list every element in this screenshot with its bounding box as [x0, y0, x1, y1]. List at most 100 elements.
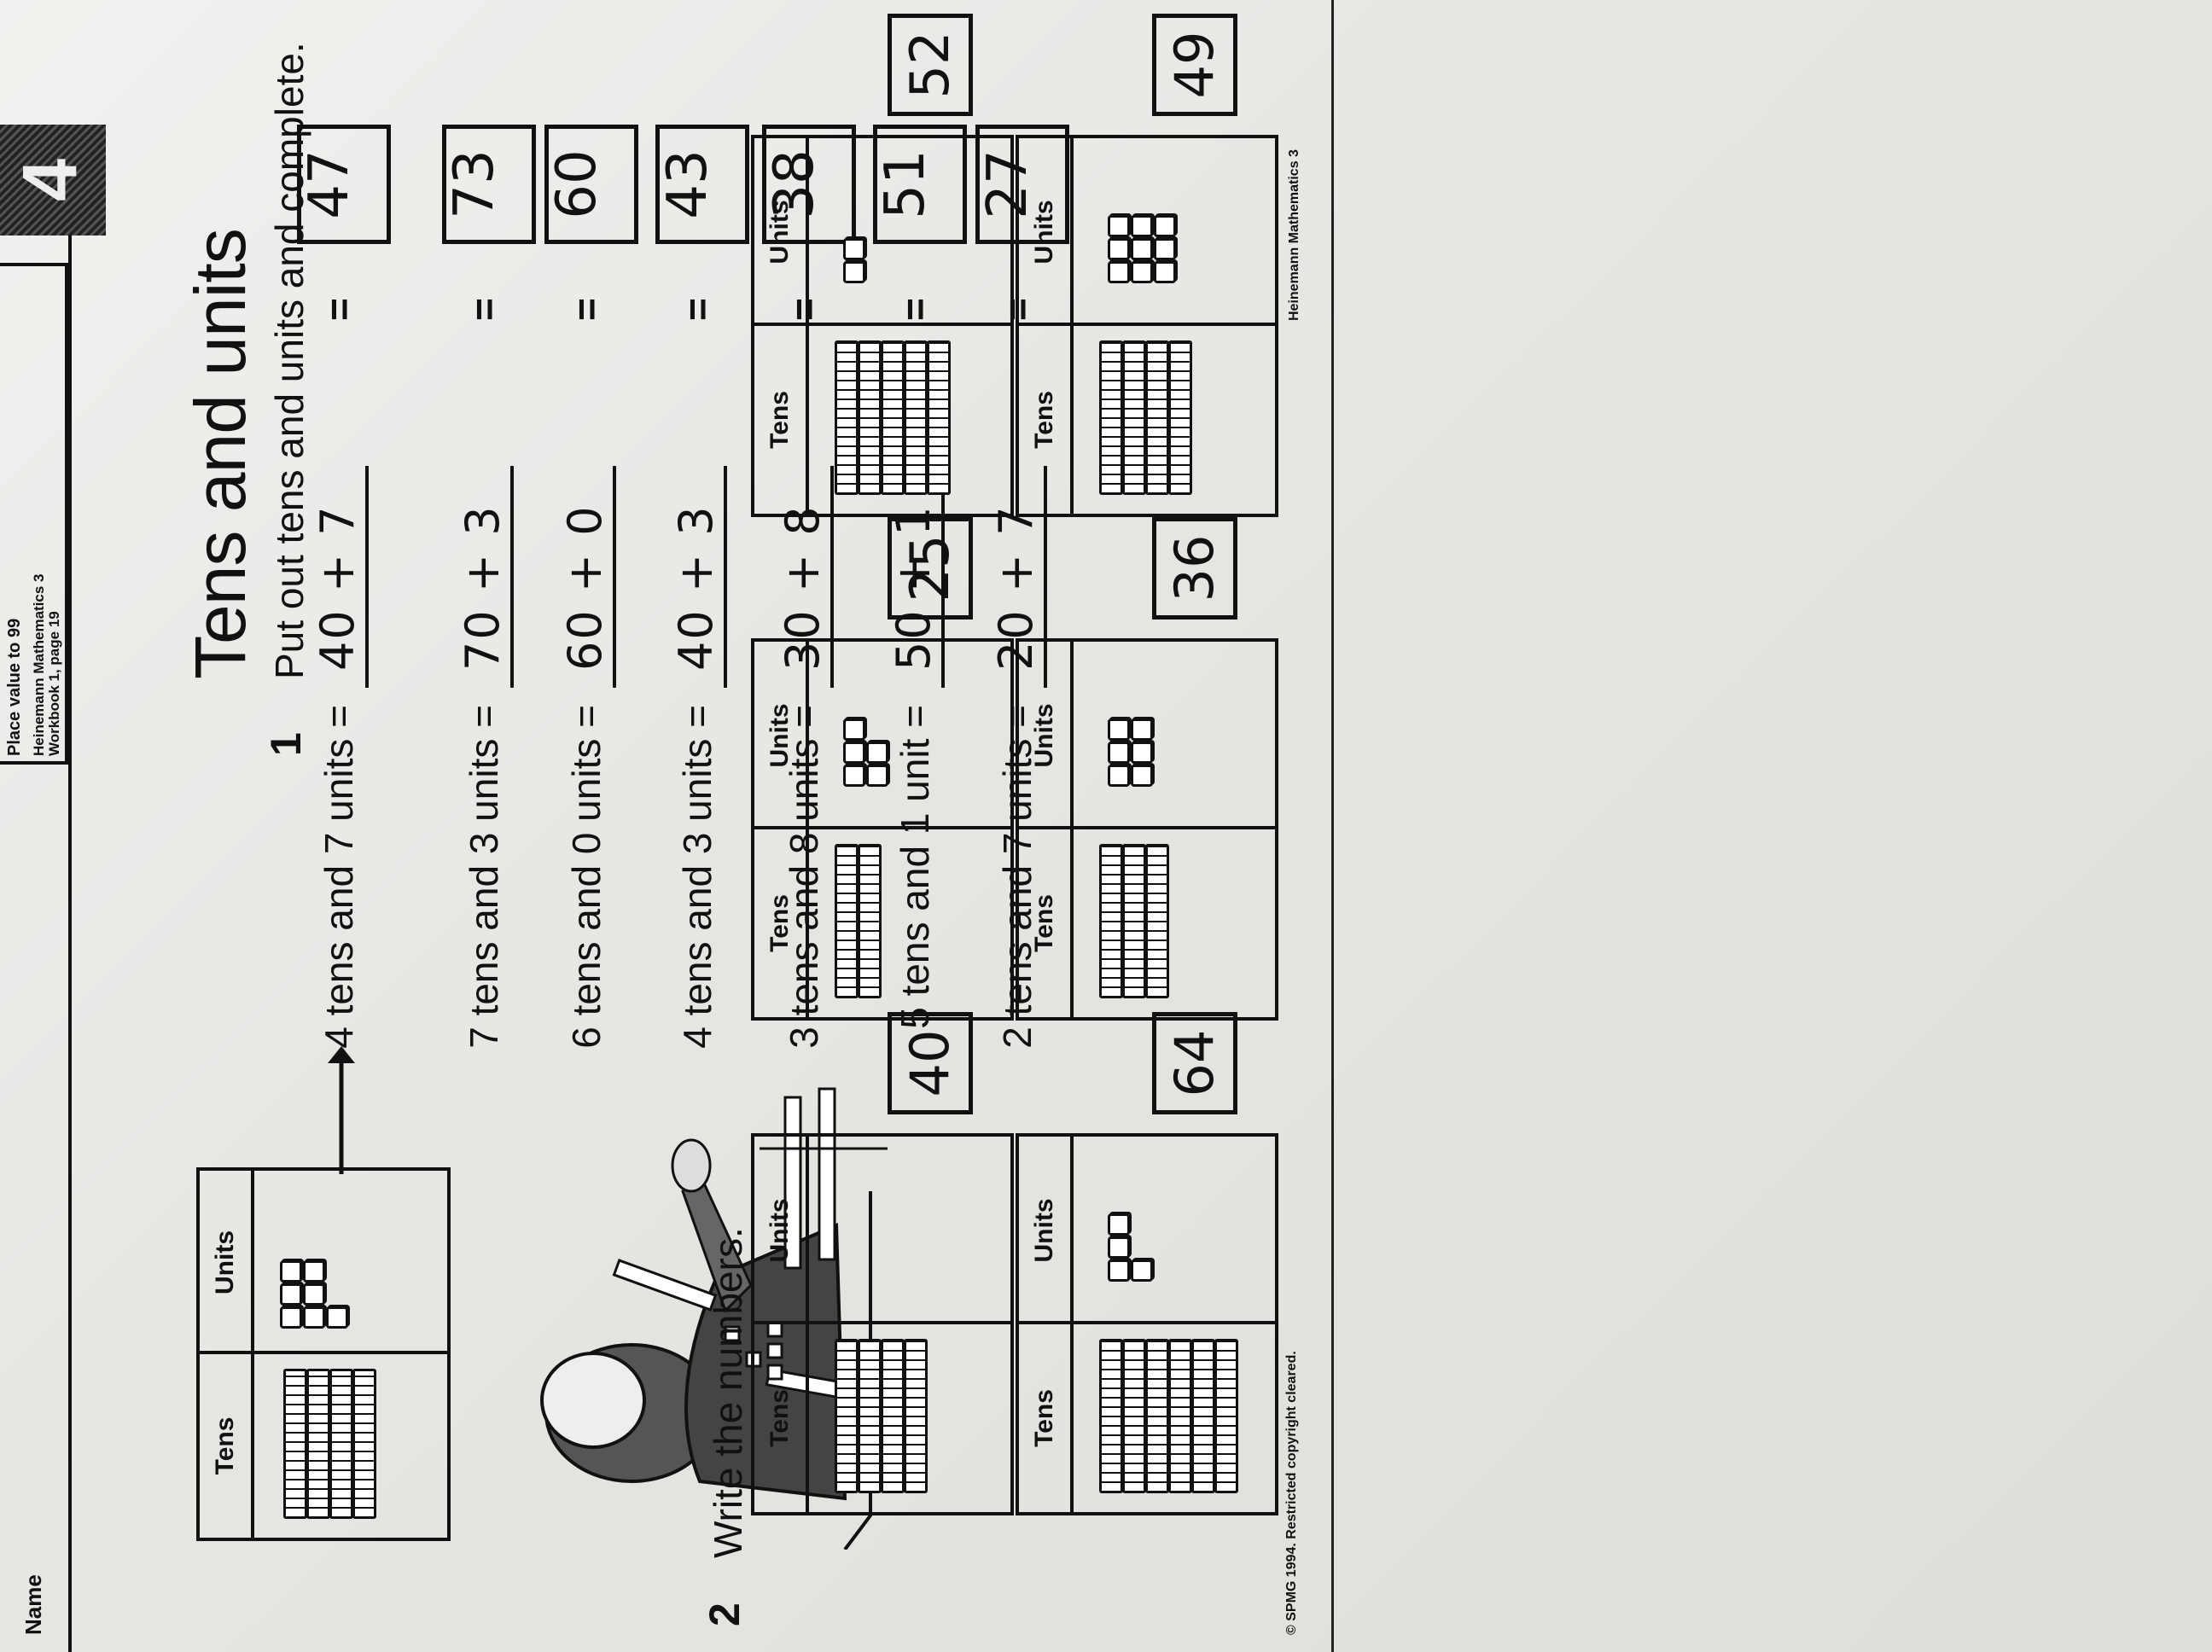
units-column: [809, 642, 1010, 829]
expansion-answer: 60 + 0: [558, 504, 612, 671]
tens-column: [809, 1324, 1010, 1512]
expansion-answer: 70 + 3: [456, 504, 509, 671]
page-badge: 4: [0, 125, 106, 236]
topic-label: Place value to 99: [5, 618, 24, 756]
unit-cube: [1108, 261, 1130, 283]
unit-cube: [1108, 1213, 1130, 1236]
ten-rod: [1099, 1339, 1123, 1493]
answer-box: 60: [544, 125, 638, 244]
row-label: 7 tens and 3 units =: [462, 705, 506, 1049]
answer-underline: [510, 466, 514, 688]
ten-rod: [1099, 340, 1123, 495]
unit-cube: [1108, 718, 1130, 741]
tens-column: [809, 326, 1010, 514]
unit-cube: [1131, 215, 1153, 237]
unit-cube: [303, 1283, 325, 1306]
page-title: Tens and units: [180, 229, 260, 679]
equals-sign: =: [462, 298, 506, 321]
arrow-icon: [328, 1046, 355, 1174]
row-label: 4 tens and 7 units =: [317, 705, 361, 1049]
ten-rod: [283, 1369, 307, 1519]
unit-cube: [303, 1260, 325, 1283]
unit-cube: [1108, 215, 1130, 237]
unit-cube: [326, 1306, 348, 1329]
unit-cube: [843, 765, 865, 787]
units-column: [809, 1137, 1010, 1324]
units-column: [809, 138, 1010, 326]
tens-column: [1074, 1324, 1275, 1512]
units-header: Units: [1030, 703, 1058, 768]
ten-rod: [881, 1339, 905, 1493]
units-header: Units: [211, 1230, 239, 1294]
number-answer-box: 40: [888, 1012, 973, 1114]
unit-cube: [280, 1283, 302, 1306]
equals-sign: =: [675, 298, 719, 321]
ten-rod: [1122, 340, 1146, 495]
unit-cube: [1131, 718, 1153, 741]
answer-value: 73: [443, 149, 506, 219]
ten-rod: [1168, 340, 1192, 495]
unit-cube: [1108, 765, 1130, 787]
tens-column: [809, 829, 1010, 1017]
tens-column: [1074, 326, 1275, 514]
name-label: Name: [20, 1574, 46, 1635]
number-answer-value: 25: [899, 534, 961, 602]
number-answer-box: 52: [888, 14, 973, 116]
answer-box: 47: [297, 125, 391, 244]
answer-value: 60: [545, 149, 608, 219]
ten-rod: [1122, 844, 1146, 998]
ten-rod: [1145, 1339, 1169, 1493]
question-2-instruction: Write the numbers.: [706, 1227, 750, 1558]
table-header: Tens Units: [1019, 642, 1074, 1017]
ten-rod: [1099, 844, 1123, 998]
units-header: Units: [765, 703, 794, 768]
ten-rod: [835, 1339, 859, 1493]
unit-cube: [280, 1260, 302, 1283]
ten-rod: [1145, 340, 1169, 495]
ten-rod: [904, 1339, 928, 1493]
unit-cube: [1108, 238, 1130, 260]
number-answer-box: 36: [1152, 517, 1237, 620]
ten-rod: [1145, 844, 1169, 998]
answer-underline: [365, 466, 369, 688]
tens-header: Tens: [765, 391, 794, 449]
unit-cube: [1131, 765, 1153, 787]
unit-cube: [280, 1306, 302, 1329]
row-label: 6 tens and 0 units =: [564, 705, 608, 1049]
ten-rod: [1122, 1339, 1146, 1493]
unit-cube: [1154, 238, 1176, 260]
answer-box: 73: [442, 125, 536, 244]
unit-cube: [843, 261, 865, 283]
units-column: [1074, 642, 1275, 829]
number-answer-value: 40: [899, 1029, 961, 1097]
unit-cube: [1154, 261, 1176, 283]
unit-cube: [843, 742, 865, 764]
unit-cube: [303, 1306, 325, 1329]
ten-rod: [352, 1369, 376, 1519]
unit-cube: [1108, 1236, 1130, 1259]
unit-cube: [866, 742, 888, 764]
reference-line-1: Heinemann Mathematics 3: [31, 573, 47, 756]
units-column: [254, 1171, 447, 1354]
unit-cube: [1108, 1259, 1130, 1282]
tens-header: Tens: [1030, 894, 1058, 952]
child-with-blocks-illustration: [540, 1087, 888, 1550]
answer-value: 43: [656, 149, 719, 219]
answer-underline: [613, 466, 616, 688]
ten-rod: [858, 844, 882, 998]
tens-header: Tens: [1030, 391, 1058, 449]
ten-rod: [927, 340, 951, 495]
question-1-number: 1: [262, 732, 310, 756]
ten-rod: [1168, 1339, 1192, 1493]
copyright-note: © SPMG 1994. Restricted copyright cleare…: [1284, 1351, 1299, 1635]
page-edge-line: [1331, 0, 1334, 1652]
